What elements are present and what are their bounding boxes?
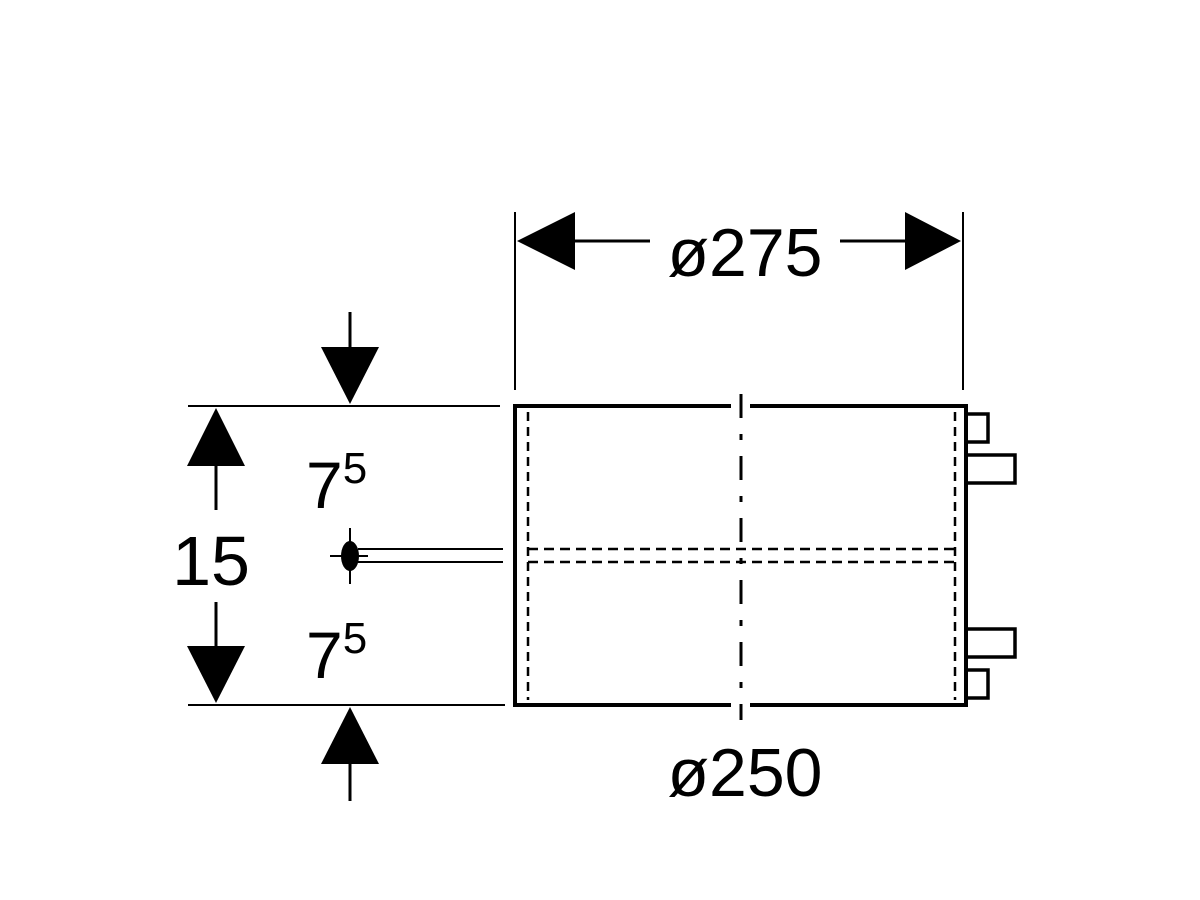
lower-half-sup: 5: [343, 614, 367, 663]
total-height-label: 15: [172, 522, 250, 600]
connector-top-large: [964, 453, 1017, 485]
height-dimension: 15 75 75: [172, 312, 505, 801]
connector-top-small: [964, 412, 990, 444]
center-dot: [341, 541, 359, 571]
cylinder-body: [513, 394, 968, 720]
arrowhead-height-bottom: [187, 646, 245, 703]
connector-bottom-large: [964, 627, 1017, 659]
upper-half-label: 75: [306, 444, 367, 522]
outer-diameter-label: ø275: [668, 215, 823, 291]
arrowhead-height-top: [187, 408, 245, 466]
connector-bottom-small: [964, 668, 990, 700]
lower-half-base: 7: [306, 618, 343, 692]
arrowhead-left: [517, 212, 575, 270]
outer-diameter-dimension: ø275: [514, 212, 964, 390]
arrowhead-half-bottom: [321, 707, 379, 764]
upper-half-base: 7: [306, 448, 343, 522]
inner-diameter-label: ø250: [668, 735, 823, 811]
upper-half-sup: 5: [343, 444, 367, 493]
arrowhead-half-top: [321, 347, 379, 404]
lower-half-label: 75: [306, 614, 367, 692]
side-connectors: [964, 412, 1017, 700]
arrowhead-right: [905, 212, 961, 270]
